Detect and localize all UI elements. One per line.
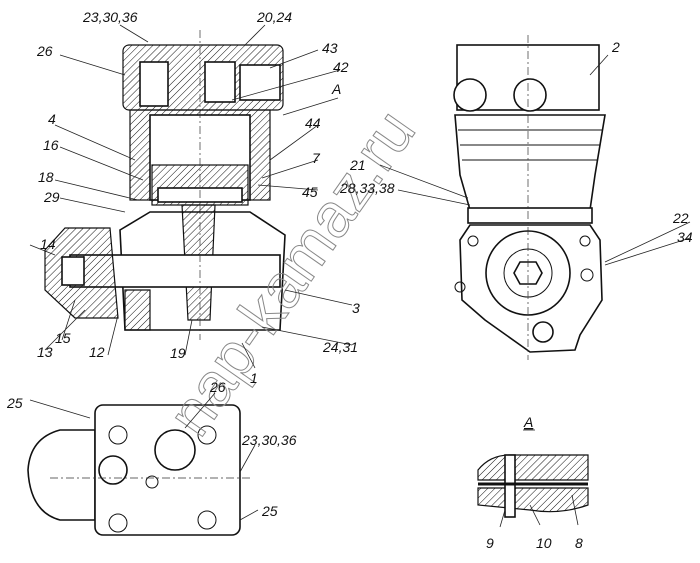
callout-label: 14 <box>40 236 56 252</box>
callout-label: 26 <box>36 43 53 59</box>
callout-label: 4 <box>48 111 56 127</box>
hex-nut <box>513 261 543 285</box>
callout-label: 42 <box>333 59 349 75</box>
bolt <box>197 425 217 445</box>
leader-lines <box>29 24 691 528</box>
callout-label: 9 <box>486 535 494 551</box>
inlet-valve <box>139 61 169 107</box>
callout-label: 34 <box>677 229 693 245</box>
detail-dowel <box>504 454 516 518</box>
callout-label: 2 <box>611 39 620 55</box>
bolt-hole <box>580 268 594 282</box>
section-view-labels: 23,30,36 20,24 26 43 42 A 4 44 16 7 18 4… <box>36 9 360 386</box>
top-front-cover <box>27 429 96 521</box>
side-view-labels: 2 21 28,33,38 22 34 <box>339 39 693 245</box>
bolt-hole <box>579 235 591 247</box>
callout-label: 10 <box>536 535 552 551</box>
callout-label: A <box>331 81 341 97</box>
callout-label: 1 <box>250 370 258 386</box>
callout-label: 22 <box>672 210 689 226</box>
top-head-body <box>94 404 241 536</box>
detail-lower-part <box>477 487 589 513</box>
side-cylinder-fins <box>454 114 606 211</box>
side-view <box>453 35 606 360</box>
callout-label: 24,31 <box>322 339 358 355</box>
callout-label: 13 <box>37 344 53 360</box>
callout-label: 43 <box>322 40 338 56</box>
callout-label: 21 <box>349 157 366 173</box>
callout-label: 18 <box>38 169 54 185</box>
top-view <box>27 404 250 536</box>
top-valve-cap <box>154 429 196 471</box>
callout-label: 25 <box>261 503 278 519</box>
bolt-hole <box>454 281 466 293</box>
mount-boss <box>532 321 554 343</box>
bolt <box>108 513 128 533</box>
detail-view-labels: A 9 10 8 <box>486 414 583 551</box>
callout-label: 20,24 <box>256 9 292 25</box>
side-valve-cap-left <box>453 78 487 112</box>
crankshaft-nut <box>61 256 85 286</box>
callout-label: 7 <box>312 150 321 166</box>
top-view-labels: 26 25 23,30,36 25 <box>6 379 297 519</box>
callout-label: 12 <box>89 344 105 360</box>
bolt <box>145 475 159 489</box>
callout-label: 29 <box>43 189 60 205</box>
top-port <box>98 455 128 485</box>
callout-label: 8 <box>575 535 583 551</box>
callout-label: 45 <box>302 184 318 200</box>
bolt-hole <box>467 235 479 247</box>
callout-label: 44 <box>305 115 321 131</box>
callout-label: 15 <box>55 330 71 346</box>
callout-label: 26 <box>209 379 226 395</box>
detail-upper-part <box>477 454 589 481</box>
bolt <box>197 510 217 530</box>
bolt <box>108 425 128 445</box>
side-valve-cap-right <box>513 78 547 112</box>
callout-label: 28,33,38 <box>339 180 395 196</box>
section-view <box>44 30 286 340</box>
detail-title: A <box>523 414 533 430</box>
callout-label: 23,30,36 <box>82 9 138 25</box>
callout-label: 3 <box>352 300 360 316</box>
callout-label: 23,30,36 <box>241 432 297 448</box>
callout-label: 25 <box>6 395 23 411</box>
detail-view-a <box>477 454 589 518</box>
outlet-valve <box>204 61 236 103</box>
side-base-flange <box>467 207 593 224</box>
callout-label: 19 <box>170 345 186 361</box>
callout-label: 16 <box>43 137 59 153</box>
bearing-housing <box>124 289 151 331</box>
head-cavity <box>239 64 281 101</box>
